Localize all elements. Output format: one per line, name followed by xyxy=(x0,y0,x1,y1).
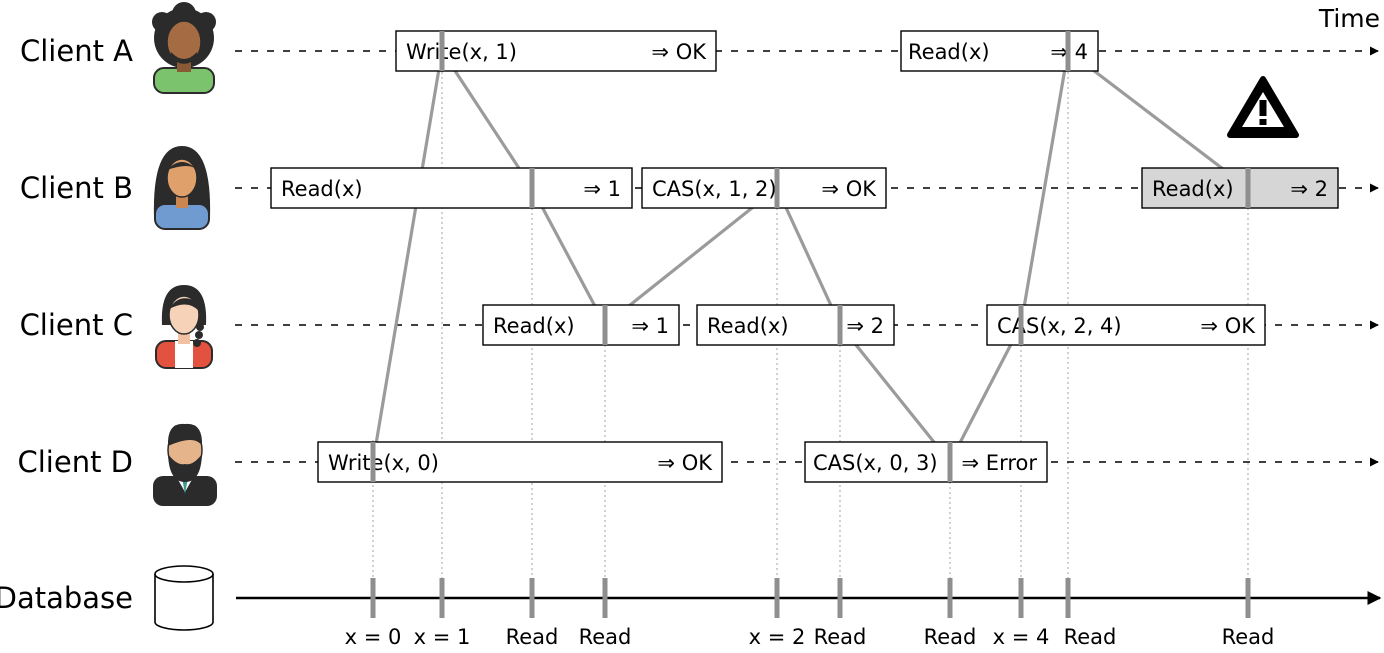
db-tick-label: Read xyxy=(924,625,977,649)
db-tick-label: Read xyxy=(1222,625,1275,649)
op-label: Write(x, 0) xyxy=(328,451,439,475)
db-tick-label: Read xyxy=(1064,625,1117,649)
linearization-path xyxy=(371,49,1249,464)
op-result: ⇒ OK xyxy=(651,40,707,64)
op-cas-x-2-4: CAS(x, 2, 4) ⇒ OK xyxy=(986,304,1266,346)
op-label: Read(x) xyxy=(908,40,990,64)
client-c-label: Client C xyxy=(20,308,133,342)
op-write-x-0: Write(x, 0) ⇒ OK xyxy=(317,441,723,483)
op-result: ⇒ Error xyxy=(962,451,1038,475)
op-result: ⇒ OK xyxy=(821,177,877,201)
op-read-x-2: Read(x) ⇒ 2 xyxy=(696,304,895,346)
op-read-x-1: Read(x) ⇒ 1 xyxy=(482,304,680,346)
client-b-label: Client B xyxy=(20,171,133,205)
db-tick-label: x = 2 xyxy=(749,625,806,649)
op-label: CAS(x, 1, 2) xyxy=(652,177,777,201)
db-tick-label: Read xyxy=(506,625,559,649)
op-result: ⇒ 1 xyxy=(631,314,669,338)
database-tick-labels: x = 0 x = 1 Read Read x = 2 Read Read x … xyxy=(345,625,1275,649)
op-result: ⇒ OK xyxy=(1200,314,1256,338)
op-read-x-2-stale: Read(x) ⇒ 2 xyxy=(1141,167,1339,209)
op-read-x-4: Read(x) ⇒ 4 xyxy=(900,30,1099,72)
op-label: Write(x, 1) xyxy=(406,40,517,64)
op-label: CAS(x, 2, 4) xyxy=(997,314,1122,338)
op-write-x-1: Write(x, 1) ⇒ OK xyxy=(395,30,717,72)
person-red-braid-icon xyxy=(155,285,213,369)
db-tick-label: Read xyxy=(579,625,632,649)
client-d-label: Client D xyxy=(17,445,133,479)
op-result: ⇒ 2 xyxy=(846,314,884,338)
op-cas-x-1-2: CAS(x, 1, 2) ⇒ OK xyxy=(641,167,887,209)
person-green-curly-hair-icon xyxy=(152,2,216,94)
timelines xyxy=(235,46,1382,605)
person-bearded-suit-icon xyxy=(153,423,217,506)
db-tick-label: x = 1 xyxy=(414,625,471,649)
client-a-label: Client A xyxy=(20,34,133,68)
time-label: Time xyxy=(1318,4,1380,33)
op-label: Read(x) xyxy=(707,314,789,338)
op-cas-x-0-3: CAS(x, 0, 3) ⇒ Error xyxy=(804,441,1048,483)
warning-triangle-icon xyxy=(1227,76,1299,138)
db-tick-label: Read xyxy=(814,625,867,649)
op-label: CAS(x, 0, 3) xyxy=(813,451,938,475)
database-ticks xyxy=(370,578,1251,618)
op-read-x-1: Read(x) ⇒ 1 xyxy=(270,167,633,209)
op-label: Read(x) xyxy=(493,314,575,338)
person-blue-long-hair-icon xyxy=(153,146,211,230)
database-cylinder-icon xyxy=(154,565,214,631)
op-label: Read(x) xyxy=(281,177,363,201)
op-label: Read(x) xyxy=(1152,177,1234,201)
db-tick-label: x = 0 xyxy=(345,625,402,649)
db-tick-label: x = 4 xyxy=(993,625,1050,649)
linearization-markers xyxy=(370,31,1251,482)
op-result: ⇒ OK xyxy=(657,451,713,475)
op-result: ⇒ 2 xyxy=(1290,177,1328,201)
op-result: ⇒ 1 xyxy=(583,177,621,201)
database-label: Database xyxy=(0,581,133,615)
